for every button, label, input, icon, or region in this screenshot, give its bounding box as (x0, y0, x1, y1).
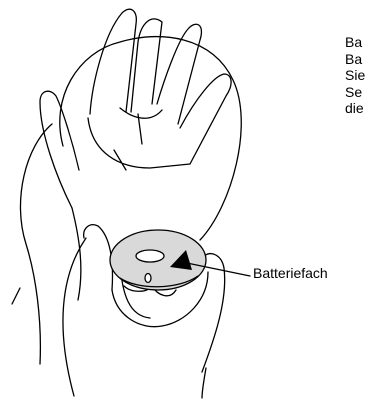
front-arm-pointer-line (12, 288, 20, 304)
thumb (40, 91, 79, 208)
front-forearm-left (63, 238, 86, 396)
cover-small-hole (145, 274, 151, 283)
text-line: Sie (345, 67, 365, 84)
left-wrist (20, 124, 52, 364)
cover-slot (136, 250, 164, 262)
text-line: Ba (345, 34, 365, 51)
finger-2 (131, 19, 162, 112)
text-line: die (345, 100, 365, 117)
instruction-text-block: Ba Ba Sie Se die (345, 34, 365, 117)
finger-1 (90, 9, 136, 114)
text-line: Se (345, 84, 365, 101)
globe-outline (60, 37, 241, 240)
front-hand-right (202, 254, 225, 372)
text-line: Ba (345, 51, 365, 68)
front-forearm-right (202, 368, 206, 398)
palm-lines (88, 114, 190, 170)
front-hand-left-finger (84, 225, 113, 290)
battery-compartment-label: Batteriefach (253, 265, 328, 281)
